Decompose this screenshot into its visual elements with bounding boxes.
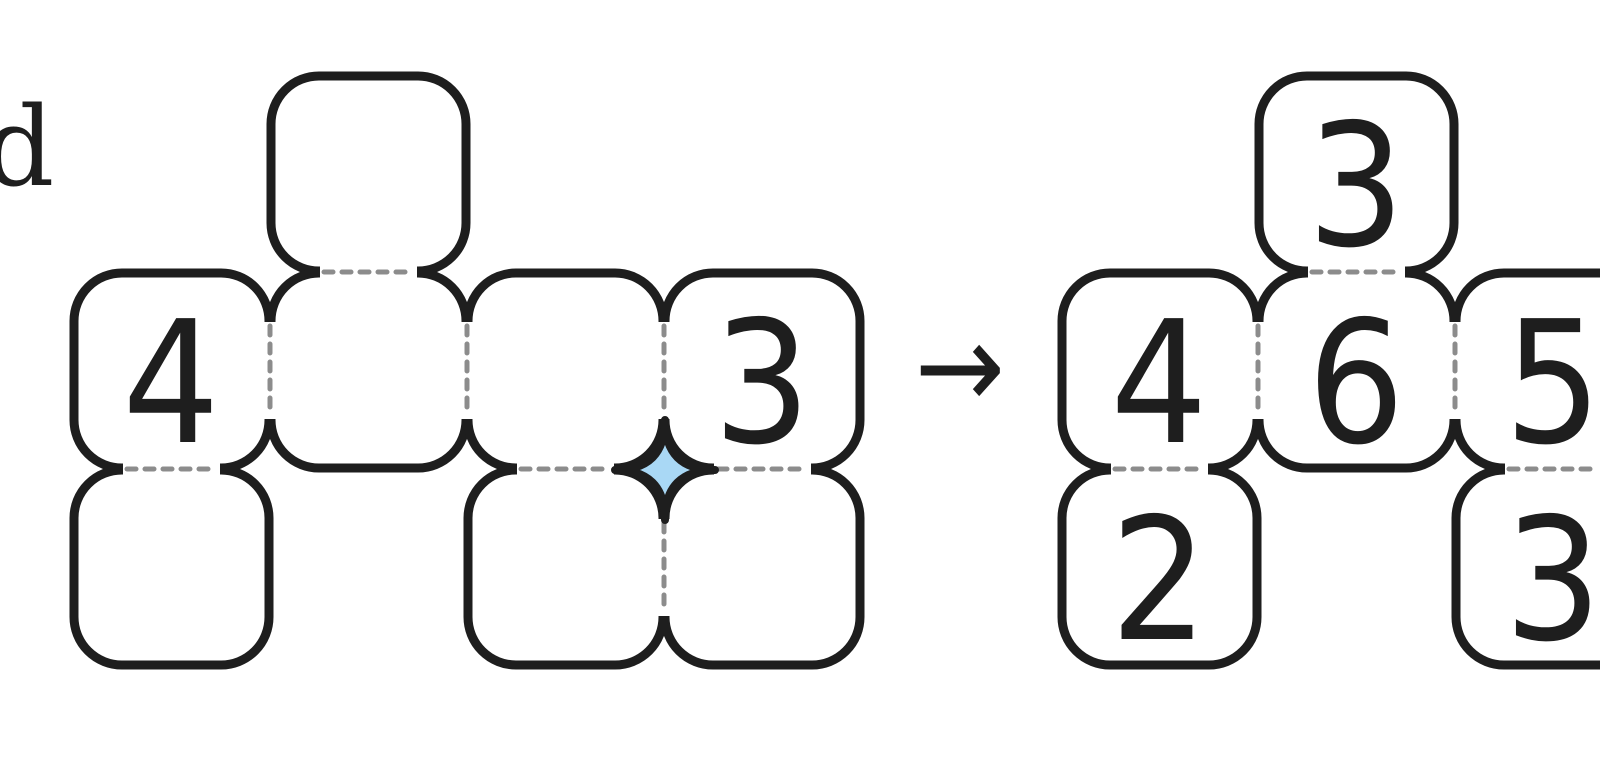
cell-a-r1c1-value: 4 bbox=[122, 285, 219, 483]
cell-b-r2c3-value: 3 bbox=[1504, 482, 1600, 680]
transform-arrow: → bbox=[915, 298, 1005, 437]
puzzle-before: 4 3 bbox=[69, 71, 865, 670]
dashed-joins-before bbox=[124, 269, 811, 616]
cell-b-r1c2-value: 6 bbox=[1307, 285, 1404, 483]
cropped-margin-text: d bbox=[0, 83, 55, 211]
cell-a-r2c3 bbox=[463, 465, 668, 670]
cell-a-r2c1 bbox=[69, 465, 274, 670]
puzzle-after: 3 4 6 5 2 3 bbox=[1057, 71, 1600, 680]
cell-a-r2c4 bbox=[660, 465, 865, 670]
highlight-diamond-outline bbox=[611, 416, 719, 524]
cell-a-r1c3 bbox=[463, 268, 668, 473]
dashed-joins-after bbox=[1112, 269, 1600, 472]
cell-b-top-value: 3 bbox=[1307, 88, 1404, 286]
cell-a-top bbox=[266, 71, 471, 276]
cell-a-r1c2 bbox=[266, 268, 471, 473]
arrow-glyph: → bbox=[915, 298, 1005, 437]
cell-b-r1c3-value: 5 bbox=[1504, 285, 1600, 483]
cell-a-r1c4-value: 3 bbox=[713, 285, 810, 483]
cell-b-r2c1-value: 2 bbox=[1110, 482, 1207, 680]
cell-b-r1c1-value: 4 bbox=[1110, 285, 1207, 483]
